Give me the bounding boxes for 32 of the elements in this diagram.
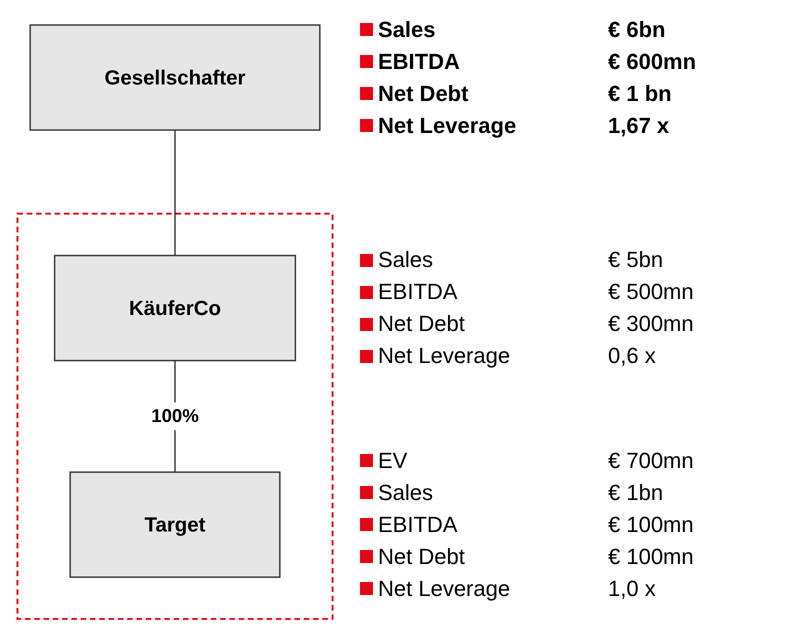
edge-label: 100%	[151, 406, 199, 427]
metric-value: € 100mn	[608, 512, 694, 538]
connector	[174, 130, 176, 256]
metric-name: Net Leverage	[378, 576, 512, 602]
metric-value: € 700mn	[608, 448, 694, 474]
metric-name: Sales	[378, 247, 434, 274]
metric-value: € 5bn	[608, 247, 664, 274]
metric-name: Sales	[378, 480, 434, 506]
metric-value: 0,6 x	[608, 343, 657, 370]
metric-value: 1,67 x	[608, 112, 670, 139]
metric-value: € 100mn	[608, 544, 694, 570]
metric-name: EBITDA	[378, 279, 458, 306]
node-box: Gesellschafter	[29, 24, 321, 131]
metric-name: Net Debt	[378, 311, 466, 338]
metric-value: € 600mn	[608, 48, 696, 75]
metric-value: € 6bn	[608, 16, 666, 43]
metric-value: € 1bn	[608, 480, 664, 506]
metric-value: € 1 bn	[608, 80, 673, 107]
metric-value: € 300mn	[608, 311, 694, 338]
metric-name: EBITDA	[378, 48, 461, 75]
metric-name: Net Debt	[378, 80, 470, 107]
metric-name: Net Debt	[378, 544, 466, 570]
metric-name: EV	[378, 448, 408, 474]
metric-value: € 500mn	[608, 279, 694, 306]
metric-name: Sales	[378, 16, 436, 43]
metric-value: 1,0 x	[608, 576, 657, 602]
node-box: Target	[69, 471, 281, 578]
node-box: KäuferCo	[54, 254, 296, 362]
metric-name: Net Leverage	[378, 343, 512, 370]
metric-name: EBITDA	[378, 512, 458, 538]
metric-name: Net Leverage	[378, 112, 518, 139]
cluster	[16, 212, 334, 620]
